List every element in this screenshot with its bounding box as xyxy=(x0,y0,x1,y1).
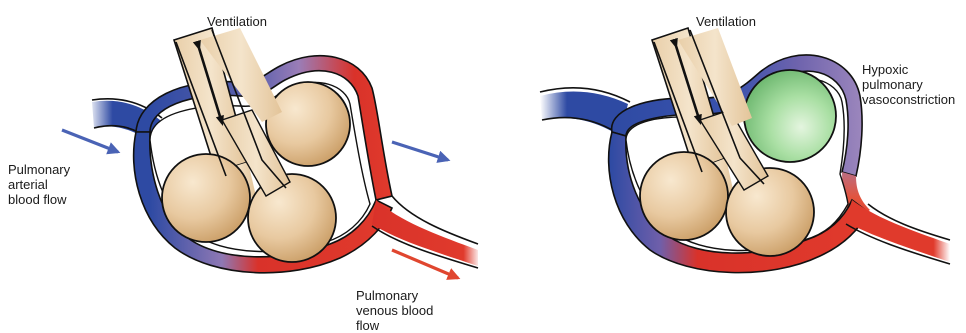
left-arterial-label: Pulmonary arterial blood flow xyxy=(8,162,70,207)
left-vein-outflow xyxy=(372,200,478,266)
left-arterial-label-line-1: Pulmonary xyxy=(8,162,70,177)
right-hpv-label: Hypoxic pulmonary vasoconstriction xyxy=(862,62,955,107)
left-top-flow-arrow xyxy=(392,142,448,160)
right-ventilation-label: Ventilation xyxy=(696,14,756,29)
left-venous-label-line-2: venous blood xyxy=(356,303,433,318)
left-venous-label-line-1: Pulmonary xyxy=(356,288,433,303)
right-hpv-label-line-1: Hypoxic xyxy=(862,62,955,77)
right-vein-outflow xyxy=(846,200,950,262)
left-arterial-label-line-3: blood flow xyxy=(8,192,70,207)
left-panel-diagram xyxy=(62,28,478,278)
right-alveolus-hypoxic xyxy=(744,70,836,162)
right-hpv-label-line-2: pulmonary xyxy=(862,77,955,92)
left-arterial-label-line-2: arterial xyxy=(8,177,70,192)
left-arterial-flow-arrow xyxy=(62,130,118,152)
left-venous-label: Pulmonary venous blood flow xyxy=(356,288,433,333)
left-alveolus-left xyxy=(162,154,250,242)
left-venous-label-line-3: flow xyxy=(356,318,433,333)
left-alveolus-top xyxy=(266,82,350,166)
right-hpv-label-line-3: vasoconstriction xyxy=(862,92,955,107)
right-alveolus-left xyxy=(640,152,728,240)
left-ventilation-label: Ventilation xyxy=(207,14,267,29)
